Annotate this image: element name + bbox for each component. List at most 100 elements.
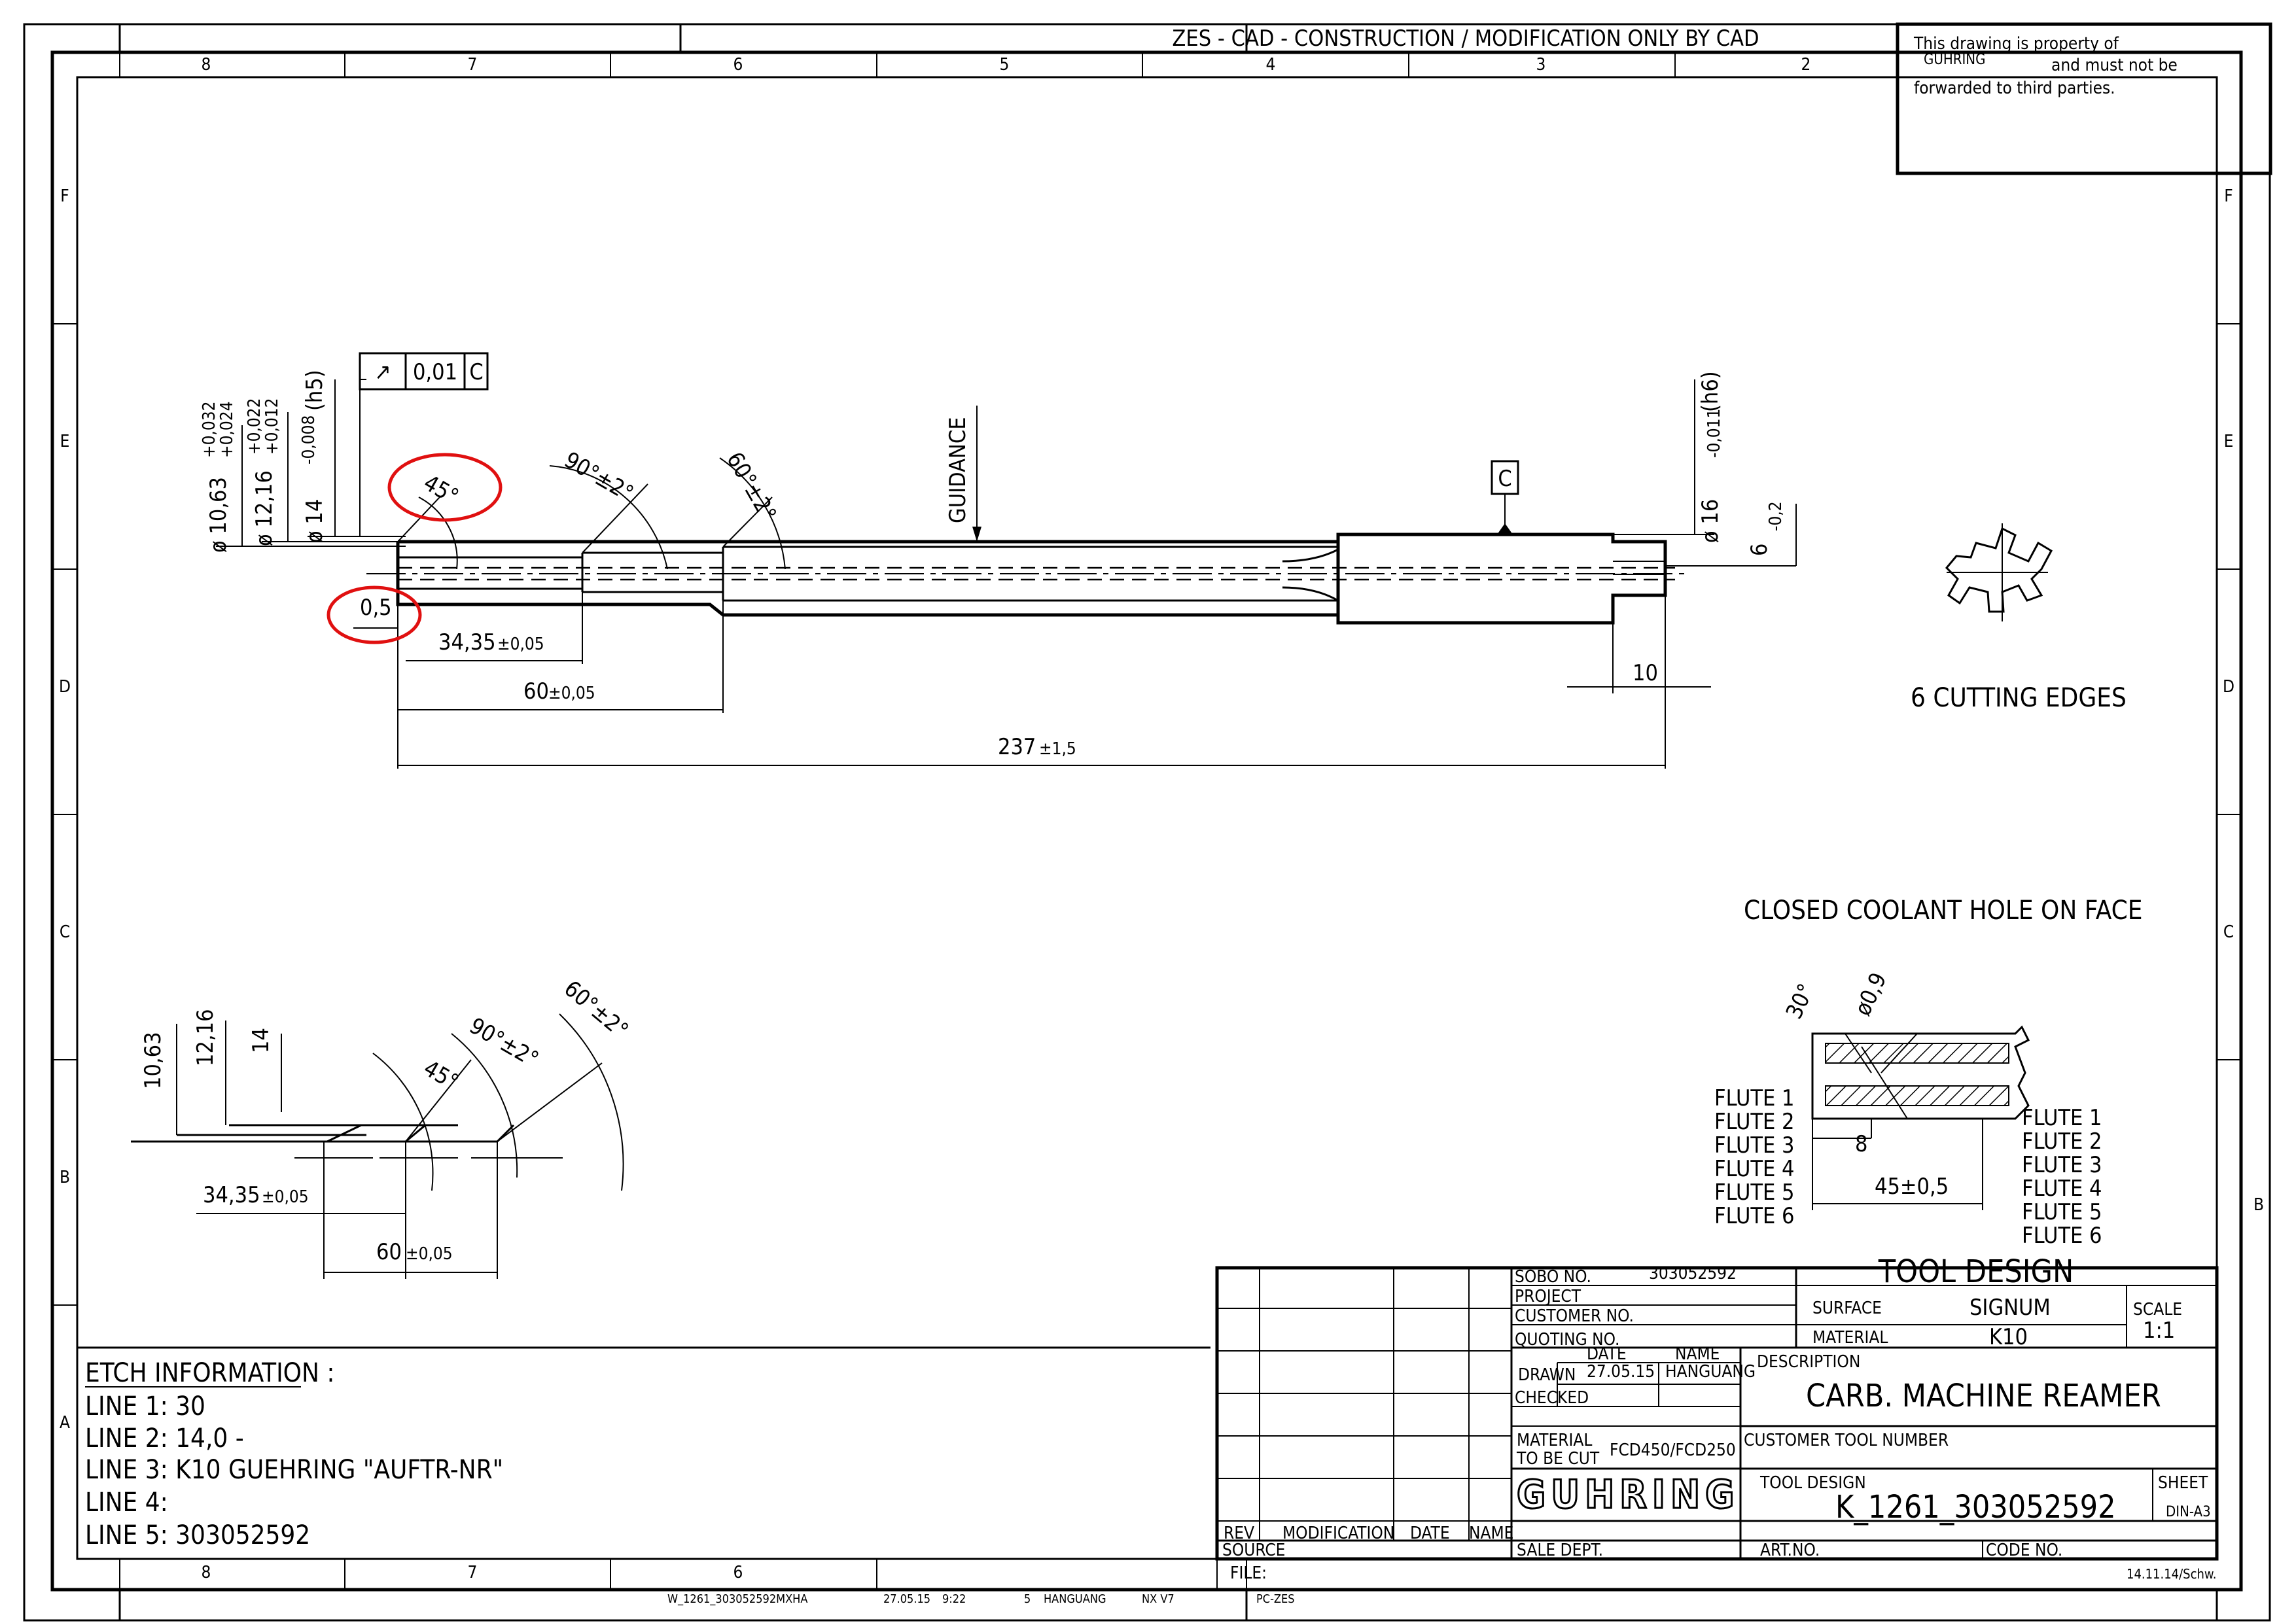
dim-60: 60 xyxy=(523,678,549,705)
datum-c: C xyxy=(1498,466,1511,492)
svg-text:and must not be: and must not be xyxy=(2051,56,2178,75)
angle-60: 60°±2° xyxy=(721,448,781,526)
guidance-label: GUIDANCE xyxy=(945,417,971,523)
svg-text:9:22: 9:22 xyxy=(942,1592,966,1606)
svg-text:MATERIAL: MATERIAL xyxy=(1812,1328,1888,1348)
detail-angle-90: 90°±2° xyxy=(465,1013,543,1073)
row-label: E xyxy=(60,432,70,451)
detail-60: 60 xyxy=(376,1239,402,1265)
svg-text:TOOL DESIGN: TOOL DESIGN xyxy=(1759,1473,1866,1493)
col-label: 4 xyxy=(1266,55,1276,75)
etch-information: ETCH INFORMATION : LINE 1: 30 LINE 2: 14… xyxy=(77,1346,1210,1550)
row-label: C xyxy=(60,922,70,942)
dim-3435: 34,35 xyxy=(438,629,496,655)
etch-line: LINE 5: 303052592 xyxy=(85,1520,310,1550)
col-label: 3 xyxy=(1536,55,1546,75)
dim-d1-tol: +0,032 xyxy=(200,401,219,458)
svg-text:DRAWN: DRAWN xyxy=(1518,1365,1576,1385)
etch-line: LINE 3: K10 GUEHRING "AUFTR-NR" xyxy=(85,1455,503,1485)
svg-text:FLUTE 1: FLUTE 1 xyxy=(1714,1085,1795,1111)
dim-d1-tol: +0,024 xyxy=(217,401,237,458)
row-label: B xyxy=(60,1168,70,1187)
dim-shank: ø 16 xyxy=(1697,499,1723,543)
row-label: D xyxy=(2223,677,2234,697)
dim-10: 10 xyxy=(1633,660,1658,686)
dim-d2-tol: +0,012 xyxy=(262,398,282,455)
detail-angle-45: 45° xyxy=(419,1055,463,1096)
svg-text:K10: K10 xyxy=(1989,1324,2028,1350)
svg-text:FLUTE 4: FLUTE 4 xyxy=(1714,1156,1795,1182)
dim-60-tol: ±0,05 xyxy=(548,684,595,703)
flute-labels-left: FLUTE 1 FLUTE 2 FLUTE 3 FLUTE 4 FLUTE 5 … xyxy=(1714,1085,1795,1229)
detail-d2: 12,16 xyxy=(192,1009,219,1066)
description-value: CARB. MACHINE REAMER xyxy=(1806,1378,2161,1414)
dim-237-tol: ±1,5 xyxy=(1039,739,1076,759)
guhring-logo: GUHRING xyxy=(1517,1472,1739,1518)
svg-text:TO BE CUT: TO BE CUT xyxy=(1516,1449,1600,1469)
angle-90: 90°±2° xyxy=(560,447,638,507)
col-label: 7 xyxy=(468,55,478,75)
svg-text:FLUTE 3: FLUTE 3 xyxy=(2022,1152,2102,1178)
svg-text:HANGUANG: HANGUANG xyxy=(1044,1592,1106,1606)
svg-text:303052592: 303052592 xyxy=(1649,1264,1737,1283)
svg-text:FLUTE 3: FLUTE 3 xyxy=(1714,1132,1795,1159)
svg-text:FLUTE 6: FLUTE 6 xyxy=(1714,1203,1795,1229)
dia-09: ø0,9 xyxy=(1850,969,1892,1020)
svg-text:MODIFICATION: MODIFICATION xyxy=(1282,1524,1394,1543)
svg-text:↗: ↗ xyxy=(374,359,391,385)
svg-text:FLUTE 4: FLUTE 4 xyxy=(2022,1176,2102,1202)
svg-text:FLUTE 5: FLUTE 5 xyxy=(1714,1179,1795,1206)
svg-text:DATE: DATE xyxy=(1587,1344,1627,1364)
tool-design-header: TOOL DESIGN xyxy=(1878,1253,2074,1290)
detail-d3: 14 xyxy=(248,1028,274,1053)
svg-text:REV: REV xyxy=(1224,1524,1254,1543)
svg-text:14.11.14/Schw.: 14.11.14/Schw. xyxy=(2127,1566,2216,1582)
svg-text:GUHRING: GUHRING xyxy=(1924,52,1985,68)
detail-60-tol: ±0,05 xyxy=(406,1244,453,1264)
svg-text:DATE: DATE xyxy=(1410,1524,1450,1543)
dim-6-tol: -0,2 xyxy=(1766,501,1786,531)
col-label: 6 xyxy=(733,1563,743,1582)
detail-view: 10,63 12,16 14 45° 90°±2° 60°±2° 34,35 ±… xyxy=(131,975,633,1279)
svg-text:MATERIAL: MATERIAL xyxy=(1517,1431,1592,1450)
svg-text:27.05.15: 27.05.15 xyxy=(883,1592,930,1606)
etch-line: LINE 1: 30 xyxy=(85,1391,205,1422)
svg-text:HANGUANG: HANGUANG xyxy=(1665,1362,1756,1382)
col-label: 8 xyxy=(202,1563,211,1582)
svg-text:DIN-A3: DIN-A3 xyxy=(2166,1504,2211,1520)
svg-text:SCALE: SCALE xyxy=(2133,1300,2182,1319)
svg-text:SALE DEPT.: SALE DEPT. xyxy=(1517,1541,1603,1560)
svg-text:5: 5 xyxy=(1024,1592,1031,1606)
col-label: 7 xyxy=(468,1563,478,1582)
angle-30: 30° xyxy=(1781,980,1820,1023)
svg-text:CODE NO.: CODE NO. xyxy=(1986,1541,2062,1560)
svg-text:ART.NO.: ART.NO. xyxy=(1760,1541,1820,1560)
dim-3435-tol: ±0,05 xyxy=(497,635,544,654)
coolant-hole-detail: 30° ø0,9 8 45±0,5 FLUTE 1 FLUTE 2 FLUTE … xyxy=(1714,969,2102,1249)
svg-text:NX V7: NX V7 xyxy=(1142,1592,1174,1606)
etch-line: LINE 4: xyxy=(85,1488,168,1518)
detail-angle-60: 60°±2° xyxy=(559,975,633,1043)
dim-45: 45±0,5 xyxy=(1875,1174,1949,1200)
svg-text:C: C xyxy=(469,359,483,385)
svg-text:FCD450/FCD250: FCD450/FCD250 xyxy=(1610,1440,1736,1460)
svg-text:FLUTE 2: FLUTE 2 xyxy=(2022,1128,2102,1155)
svg-text:27.05.15: 27.05.15 xyxy=(1587,1362,1655,1382)
col-label: 6 xyxy=(733,55,743,75)
row-label: F xyxy=(2224,186,2233,206)
dim-d1: ø 10,63 xyxy=(205,477,232,553)
svg-text:CUSTOMER TOOL NUMBER: CUSTOMER TOOL NUMBER xyxy=(1744,1431,1949,1450)
drawing-frame xyxy=(23,23,2271,1622)
col-label: 8 xyxy=(202,55,211,75)
cutting-edges-section: 6 CUTTING EDGES xyxy=(1911,523,2127,713)
svg-text:CHECKED: CHECKED xyxy=(1515,1388,1589,1408)
dim-8: 8 xyxy=(1855,1131,1867,1157)
svg-text:QUOTING NO.: QUOTING NO. xyxy=(1515,1330,1619,1350)
dim-d3: ø 14 xyxy=(302,499,328,543)
svg-text:FILE:: FILE: xyxy=(1230,1563,1267,1583)
etch-line: LINE 2: 14,0 - xyxy=(85,1423,244,1454)
row-label: B xyxy=(2253,1195,2264,1215)
row-label: D xyxy=(59,677,71,697)
reamer-main-view: ↗ 0,01 C ø 10,63 +0,032 +0,024 ø 12,16 +… xyxy=(200,352,1797,769)
